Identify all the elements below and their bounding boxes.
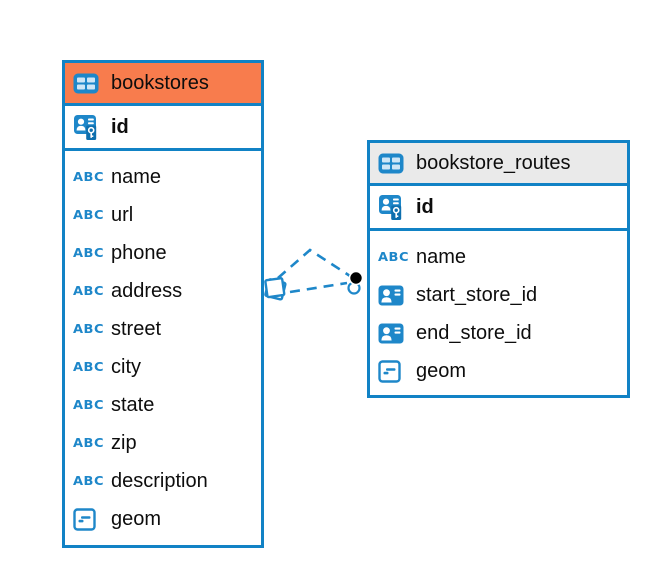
field-row-id[interactable]: id — [370, 186, 627, 231]
field-row-state[interactable]: ABC state — [65, 386, 261, 424]
field-row-address[interactable]: ABC address — [65, 272, 261, 310]
field-row-id[interactable]: id — [65, 106, 261, 151]
field-name: url — [111, 203, 134, 226]
relationship-target-marker[interactable] — [347, 270, 364, 295]
field-name: name — [111, 165, 162, 188]
field-row-phone[interactable]: ABC phone — [65, 234, 261, 272]
text-type-icon: ABC — [73, 169, 105, 185]
table-bookstore-routes-fields: ABC name start_store_id — [370, 231, 627, 395]
table-bookstores[interactable]: bookstores id ABC name ABC url — [62, 60, 264, 548]
field-name: name — [416, 245, 467, 268]
text-type-icon: ABC — [73, 435, 105, 451]
field-row-zip[interactable]: ABC zip — [65, 424, 261, 462]
field-row-name[interactable]: ABC name — [65, 158, 261, 196]
text-type-icon: ABC — [73, 283, 105, 299]
field-name: state — [111, 393, 155, 416]
table-icon — [73, 73, 102, 94]
field-name: zip — [111, 431, 137, 454]
table-name: bookstores — [111, 71, 209, 94]
field-name: end_store_id — [416, 321, 532, 344]
text-type-icon: ABC — [73, 473, 105, 489]
text-type-icon: ABC — [73, 245, 105, 261]
field-name: phone — [111, 241, 167, 264]
geometry-type-icon — [73, 507, 102, 531]
table-bookstores-header[interactable]: bookstores — [65, 63, 261, 106]
text-type-icon: ABC — [378, 249, 410, 265]
field-row-street[interactable]: ABC street — [65, 310, 261, 348]
table-bookstore-routes-header[interactable]: bookstore_routes — [370, 143, 627, 186]
field-name: description — [111, 469, 208, 492]
field-row-start-store-id[interactable]: start_store_id — [370, 276, 627, 314]
field-name: geom — [111, 507, 162, 530]
relationship-source-marker[interactable] — [264, 277, 287, 301]
field-name: street — [111, 317, 162, 340]
table-bookstore-routes[interactable]: bookstore_routes id ABC name — [367, 140, 630, 398]
relationship-line-2[interactable] — [289, 281, 348, 294]
field-row-geom[interactable]: geom — [65, 500, 261, 538]
field-name: id — [416, 195, 434, 218]
field-name: start_store_id — [416, 283, 538, 306]
table-icon — [378, 153, 407, 174]
text-type-icon: ABC — [73, 207, 105, 223]
field-row-end-store-id[interactable]: end_store_id — [370, 314, 627, 352]
primary-key-icon — [378, 193, 407, 221]
text-type-icon: ABC — [73, 359, 105, 375]
field-row-geom[interactable]: geom — [370, 352, 627, 390]
table-bookstores-fields: ABC name ABC url ABC phone ABC address A… — [65, 151, 261, 543]
field-row-name[interactable]: ABC name — [370, 238, 627, 276]
text-type-icon: ABC — [73, 397, 105, 413]
field-row-description[interactable]: ABC description — [65, 462, 261, 500]
primary-key-icon — [73, 113, 102, 141]
field-name: city — [111, 355, 141, 378]
reference-type-icon — [378, 323, 407, 344]
table-name: bookstore_routes — [416, 151, 571, 174]
reference-type-icon — [378, 285, 407, 306]
text-type-icon: ABC — [73, 321, 105, 337]
field-row-url[interactable]: ABC url — [65, 196, 261, 234]
field-row-city[interactable]: ABC city — [65, 348, 261, 386]
geometry-type-icon — [378, 359, 407, 383]
field-name: id — [111, 115, 129, 138]
field-name: geom — [416, 359, 467, 382]
relationship-line-1[interactable] — [277, 248, 351, 279]
field-name: address — [111, 279, 183, 302]
